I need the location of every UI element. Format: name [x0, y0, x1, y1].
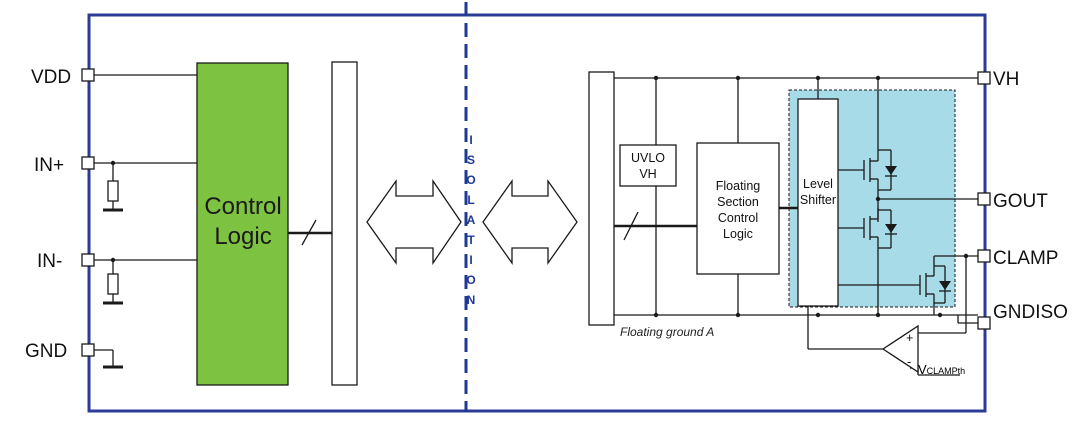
- pin-square-in-minus: [81, 253, 95, 267]
- pin-label-clamp: CLAMP: [993, 248, 1058, 269]
- isolation-letter: O: [466, 273, 475, 287]
- pin-label-in-plus: IN+: [34, 155, 64, 176]
- floating-logic-label-line1: Floating: [716, 179, 761, 193]
- floating-control-logic-block: [696, 142, 780, 275]
- pin-square-vdd: [81, 68, 95, 82]
- pin-square-vh: [977, 71, 991, 85]
- pin-label-in-minus: IN-: [37, 251, 62, 272]
- level-shifter-label-line2: Shifter: [800, 193, 836, 207]
- isolation-letter: A: [467, 213, 476, 227]
- pin-square-clamp: [977, 249, 991, 263]
- comparator-minus-sign: -: [907, 355, 911, 369]
- pin-square-gndiso: [977, 316, 991, 330]
- control-logic-label-line2: Logic: [214, 223, 271, 250]
- clamp-threshold-main: V: [918, 362, 927, 377]
- pin-square-gout: [977, 192, 991, 206]
- floating-logic-label-line2: Section: [717, 195, 759, 209]
- isolation-letter: N: [467, 293, 476, 307]
- pin-label-gndiso: GNDISO: [993, 302, 1068, 323]
- uvlo-label-line1: UVLO: [631, 151, 665, 165]
- clamp-threshold-subscript: CLAMPth: [927, 366, 966, 376]
- control-logic-block: [196, 62, 289, 386]
- isolation-letter: O: [466, 173, 475, 187]
- isolation-letter: S: [467, 153, 475, 167]
- pin-label-vh: VH: [993, 69, 1019, 90]
- left-double-arrow: [366, 178, 462, 266]
- comparator-plus-sign: +: [906, 331, 913, 345]
- floating-ground-label: Floating ground A: [620, 325, 714, 339]
- receiver-bar: [588, 71, 615, 326]
- uvlo-label-line2: VH: [639, 167, 656, 181]
- control-logic-label-line1: Control: [204, 193, 281, 220]
- clamp-comparator: [881, 324, 919, 374]
- isolation-label: I S O L A T I O N: [466, 133, 475, 307]
- pin-square-in-plus: [81, 156, 95, 170]
- floating-logic-label-line3: Control: [718, 211, 758, 225]
- pin-square-gnd: [81, 343, 95, 357]
- uvlo-block: [619, 144, 677, 187]
- clamp-threshold-label: VCLAMPth: [918, 362, 965, 377]
- transmitter-bar: [331, 61, 358, 386]
- pin-label-gout: GOUT: [993, 191, 1048, 212]
- floating-logic-label-line4: Logic: [723, 227, 753, 241]
- pin-label-vdd: VDD: [31, 67, 71, 88]
- right-double-arrow: [482, 178, 578, 266]
- outer-border: [87, 13, 987, 413]
- isolation-letter: L: [467, 193, 474, 207]
- level-shifter-label-line1: Level: [803, 177, 833, 191]
- isolation-letter: I: [469, 253, 472, 267]
- isolation-letter: T: [467, 233, 475, 247]
- isolation-letter: I: [469, 133, 472, 147]
- pin-label-gnd: GND: [25, 341, 67, 362]
- right-wiring: [614, 75, 978, 376]
- left-wiring: [94, 74, 332, 369]
- level-shifter-block: [797, 98, 839, 307]
